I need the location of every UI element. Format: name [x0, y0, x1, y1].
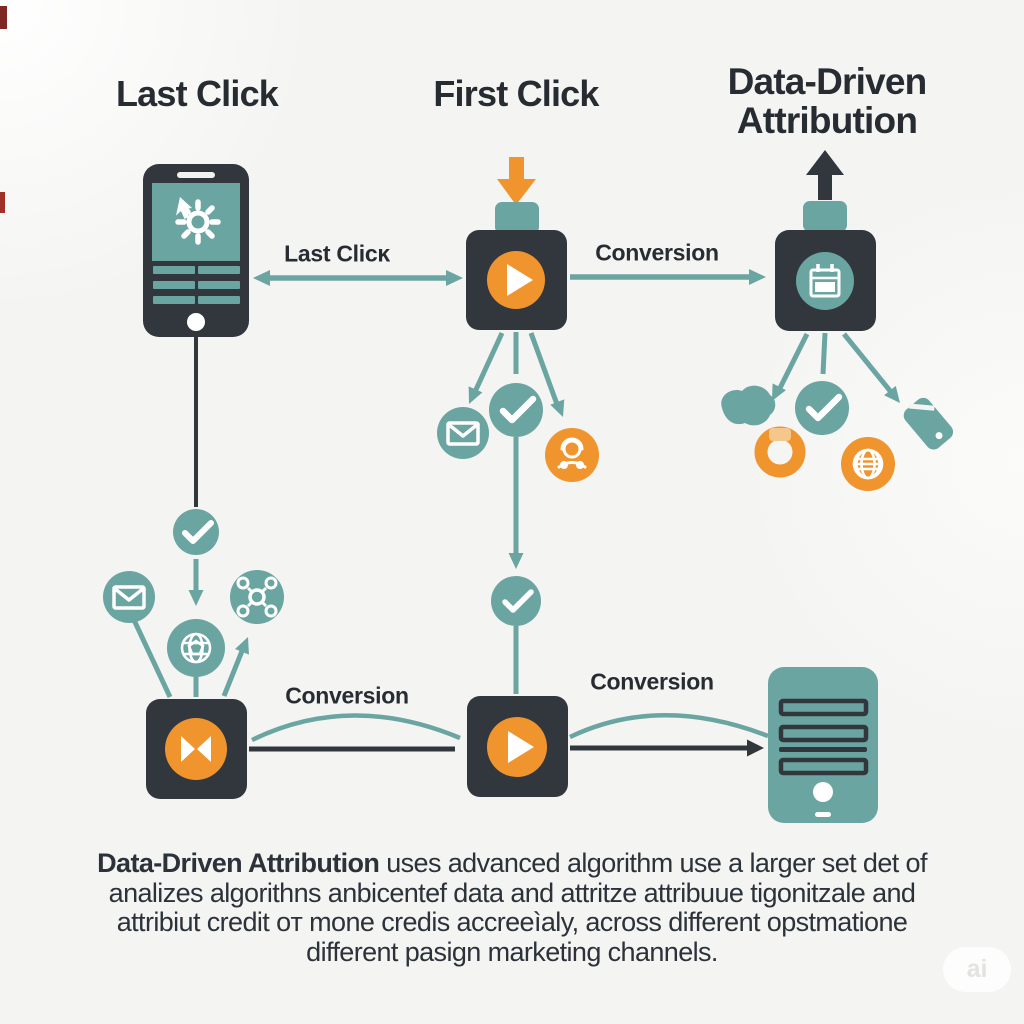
- play-box-icon: [467, 696, 568, 797]
- fan-lines-middle: [471, 331, 561, 408]
- header-last-click: Last Click: [115, 73, 279, 114]
- server-icon: [768, 667, 878, 823]
- conversion-arc-bottom: [569, 713, 769, 740]
- fan-arrowhead-left: [772, 383, 786, 401]
- box-neck: [495, 202, 539, 234]
- phone-menu-bars: [153, 266, 240, 304]
- dark-up-arrow-icon: [806, 150, 844, 200]
- edge-artifact: [0, 6, 7, 29]
- fan-arrowhead-right: [550, 399, 565, 417]
- up-right-arrowhead: [235, 637, 249, 655]
- bowtie-box-icon: [146, 699, 247, 799]
- person-circle-icon: [545, 428, 599, 482]
- caption-line-3: attribiut credit oт mone credis accreeìa…: [116, 907, 908, 937]
- smartphone-icon: [143, 164, 249, 337]
- edge-artifact: [0, 192, 5, 213]
- down-arrow-teal: [188, 559, 204, 606]
- calendar-box-icon: [775, 230, 876, 331]
- cursor-icon: [176, 197, 192, 219]
- label-conversion-top: Conversion: [595, 239, 719, 266]
- fan-arrowhead-right: [884, 385, 900, 403]
- header-data-driven-attribution: Data-Driven Attribution: [727, 61, 928, 141]
- converge-lines: [131, 618, 247, 699]
- caption-paragraph: Data-Driven Attribution uses advanced al…: [0, 848, 1024, 967]
- orange-down-arrow-icon: [497, 157, 536, 205]
- caption-line-2: analizes algorithns anbicentef data and …: [108, 877, 916, 908]
- check-circle-icon: [489, 383, 543, 437]
- fan-arrowhead-left: [468, 386, 483, 404]
- conversion-arc-teal: [251, 713, 461, 743]
- conversion-arrow-top: [570, 269, 766, 285]
- tilted-phone-icon: [903, 397, 954, 450]
- caption-bold-lead: Data-Driven Attribution: [97, 848, 380, 878]
- last-click-arrow: [253, 270, 463, 286]
- email-circle-icon: [103, 571, 155, 623]
- conversion-arrow-bottom: [570, 739, 764, 757]
- teal-blob-icon: [721, 385, 776, 426]
- play-box-icon: [466, 230, 567, 330]
- header-first-click: First Click: [433, 73, 599, 114]
- label-last-click-arrow: Last Clicĸ: [284, 240, 390, 267]
- check-circle-icon: [491, 576, 541, 626]
- ai-watermark-badge: ai: [943, 947, 1011, 992]
- caption-line-4: different pasign marketing channels.: [306, 936, 718, 967]
- orange-ring-icon: [754, 426, 806, 478]
- globe-orange-circle-icon: [841, 437, 895, 491]
- label-conversion-bottom-right: Conversion: [590, 668, 714, 695]
- check-circle-icon: [173, 509, 219, 555]
- fan-lines-right: [776, 332, 893, 394]
- email-circle-icon: [437, 407, 489, 459]
- network-circle-icon: [230, 570, 284, 624]
- vertical-arrow-middle: [508, 437, 524, 569]
- check-circle-icon: [795, 381, 849, 435]
- box-neck: [803, 201, 847, 232]
- globe-circle-icon: [167, 619, 225, 677]
- caption-line-1: Data-Driven Attribution uses advanced al…: [97, 848, 927, 878]
- label-conversion-bottom-left: Conversion: [285, 682, 409, 709]
